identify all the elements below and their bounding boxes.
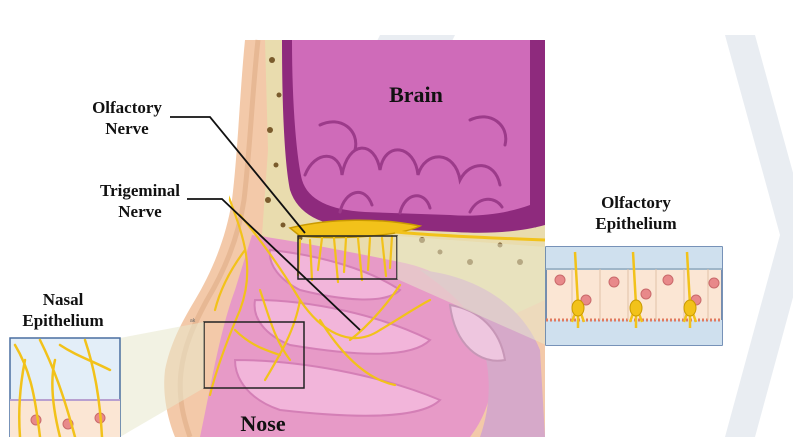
nose-label: Nose [230, 412, 296, 436]
olfactory-epithelium-label-line2: Epithelium [580, 213, 692, 234]
olfactory-epithelium-label: Olfactory Epithelium [580, 192, 692, 234]
olfactory-nerve-label-line2: Nerve [77, 118, 177, 139]
olfactory-epithelium-label-line1: Olfactory [580, 192, 692, 213]
nasal-epithelium-label-line1: Nasal [10, 289, 116, 310]
scale-marker: ak [190, 318, 196, 324]
olfactory-nerve-label-line1: Olfactory [77, 97, 177, 118]
olfactory-nerve-label: Olfactory Nerve [77, 97, 177, 139]
brain [282, 40, 545, 233]
olfactory-epithelium-inset [546, 247, 722, 345]
trigeminal-nerve-label: Trigeminal Nerve [90, 180, 190, 222]
nasal-epithelium-inset [10, 338, 120, 437]
nasal-epithelium-label-line2: Epithelium [10, 310, 116, 331]
trigeminal-nerve-label-line1: Trigeminal [90, 180, 190, 201]
trigeminal-nerve-label-line2: Nerve [90, 201, 190, 222]
brain-label: Brain [383, 83, 449, 107]
nasal-epithelium-label: Nasal Epithelium [10, 289, 116, 331]
